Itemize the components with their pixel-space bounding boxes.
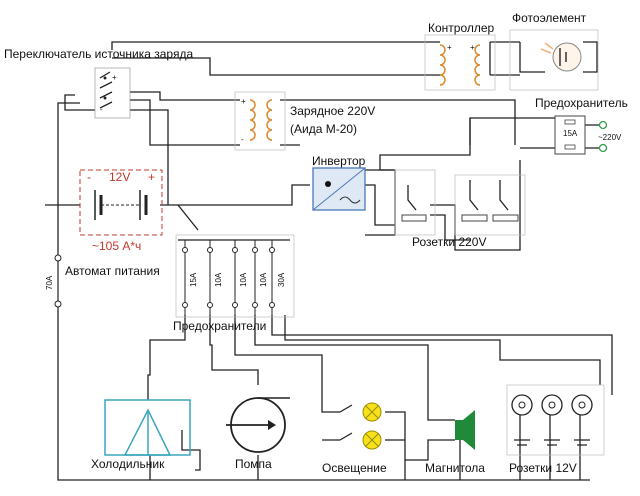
fuse-rating: 10A <box>259 272 268 287</box>
battery-icon <box>79 169 163 236</box>
pump-icon <box>226 397 290 453</box>
fridge-label: Холодильник <box>91 457 165 471</box>
mains-terminals <box>598 120 608 153</box>
svg-text:+: + <box>470 43 475 52</box>
fuses-label: Предохранители <box>173 319 266 333</box>
main-fuse-label: Предохранитель <box>535 96 628 110</box>
controller-coils: + + <box>424 34 496 91</box>
breaker-icon <box>54 252 62 310</box>
controller-label: Контроллер <box>428 21 495 35</box>
switch-minus-sign: - <box>100 105 103 114</box>
fuse-block <box>175 234 295 318</box>
wires <box>45 41 613 481</box>
fuse-rating: 15A <box>189 272 198 287</box>
fridge-icon <box>104 399 191 456</box>
breaker-label: Автомат питания <box>65 264 160 278</box>
inverter-label: Инвертор <box>312 154 366 168</box>
radio-label: Магнитола <box>425 461 485 475</box>
lighting-icons <box>339 402 382 450</box>
svg-text:+: + <box>241 97 246 106</box>
photocell-label: Фотоэлемент <box>512 11 587 25</box>
svg-text:-: - <box>241 135 244 144</box>
battery-capacity: ~105 А*ч <box>92 239 141 253</box>
charger-label: Зарядное 220V <box>290 104 375 118</box>
sockets-220v-right <box>454 174 526 236</box>
speaker-icon <box>455 410 475 450</box>
sockets-220v-label: Розетки 220V <box>412 235 486 249</box>
sockets-220v-left <box>394 169 436 236</box>
sockets-12v-icon <box>506 384 605 456</box>
battery-plus: + <box>148 170 155 184</box>
breaker-rating: 70A <box>45 275 54 290</box>
switch-plus-sign: + <box>112 73 117 82</box>
sockets-12v-label: Розетки 12V <box>509 461 577 475</box>
svg-text:+: + <box>447 43 452 52</box>
charge-source-switch: + - <box>94 67 131 119</box>
battery-voltage: 12V <box>109 170 130 184</box>
fuse-rating: 10A <box>214 272 223 287</box>
main-fuse: 15А <box>554 115 586 155</box>
charger-coils: + - <box>234 91 286 151</box>
mains-voltage-label: ~220V <box>598 133 622 142</box>
lighting-label: Освещение <box>322 461 387 475</box>
main-fuse-rating: 15А <box>563 129 578 138</box>
fuse-rating: 10A <box>239 272 248 287</box>
fuse-rating: 30A <box>277 272 286 287</box>
inverter-icon <box>312 167 366 211</box>
charger-model: (Аида М-20) <box>290 122 357 136</box>
battery-minus: - <box>87 170 91 184</box>
photocell-icon <box>509 29 599 91</box>
switch-label: Переключатель источника заряда <box>4 47 193 61</box>
pump-label: Помпа <box>235 457 272 471</box>
